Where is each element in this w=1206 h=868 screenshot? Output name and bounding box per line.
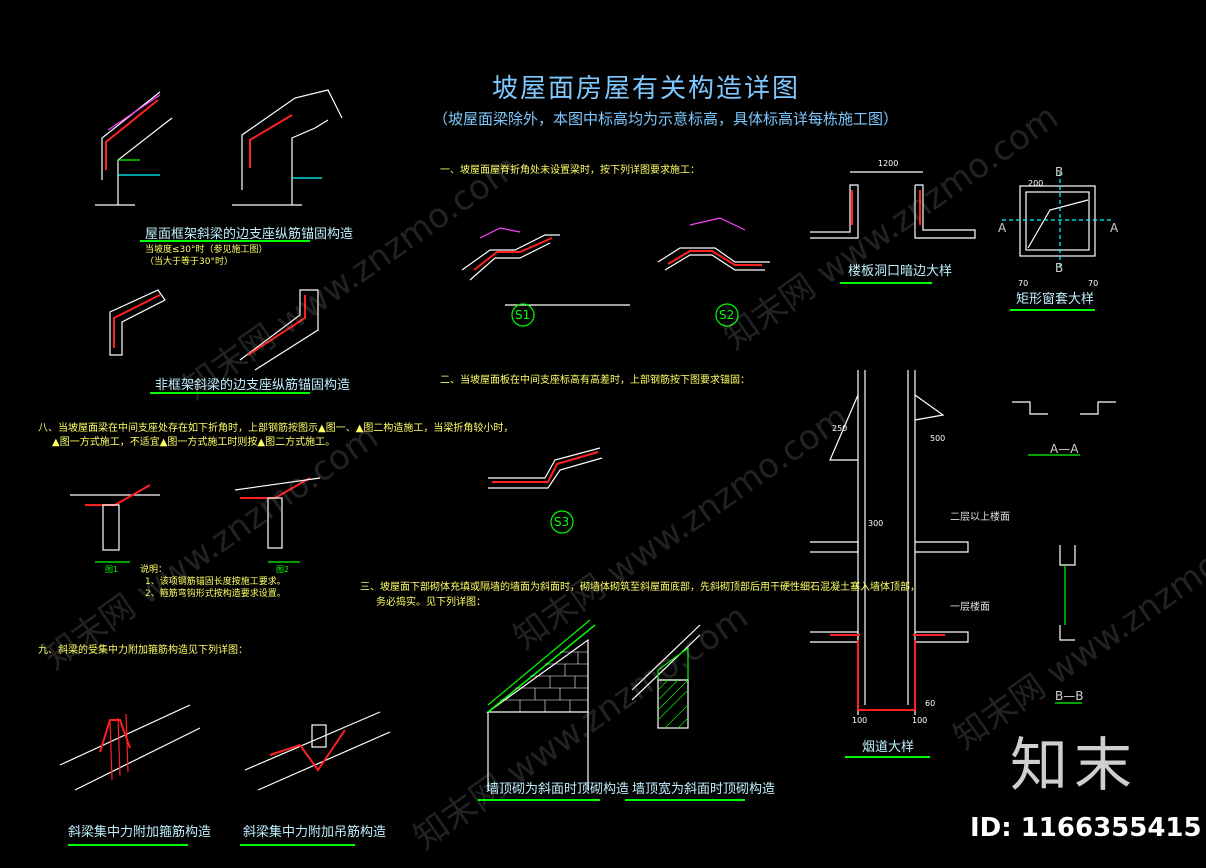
detail-roof-frame-beam (95, 89, 343, 242)
detail-floor-opening (810, 171, 976, 284)
label-bb: B—B (1055, 689, 1084, 703)
page-subtitle: （坡屋面梁除外，本图中标高均为示意标高，具体标高详每栋施工图） (433, 110, 899, 128)
label-layer-2: 二层以上楼面 (950, 512, 1010, 523)
dim-500: 500 (930, 434, 946, 443)
brand-logo: 知末 (1010, 731, 1139, 799)
dim-70-b: 70 (1088, 279, 1099, 288)
dim-250: 250 (832, 424, 848, 433)
brand-id: ID: 1166355415 (970, 813, 1202, 843)
label-aa: A—A (1050, 442, 1079, 456)
label-s2: S2 (719, 308, 735, 322)
label-b-bottom: B (1055, 261, 1064, 275)
label-s1: S1 (515, 308, 531, 322)
explain-title: 说明： (140, 565, 168, 575)
caption-beam-conc-2: 斜梁集中力附加吊筋构造 (243, 825, 387, 840)
note-item-2: 二、当坡屋面板在中间支座标高有高差时，上部钢筋按下图要求锚固： (440, 375, 750, 386)
caption-roof-frame-beam: 屋面框架斜梁的边支座纵筋锚固构造 (145, 227, 354, 242)
note-item-8-line2: ▲图一方式施工，不适宜▲图一方式施工时则按▲图二方式施工。 (52, 437, 336, 448)
label-fig1: 图1 (105, 565, 119, 574)
caption-wall-top-slope-1: 墙顶砌为斜面时顶砌构造 (486, 782, 630, 797)
detail-wall-top-slope-1 (478, 619, 600, 801)
note-item-3-line1: 三、坡屋面下部砌体充填或隔墙的墙面为斜面时，砌墙体砌筑至斜屋面底部，先斜砌顶部后… (360, 582, 920, 593)
caption-rect-window: 矩形窗套大样 (1016, 292, 1095, 307)
page-title: 坡屋面房屋有关构造详图 (492, 74, 801, 104)
dim-100-b: 100 (912, 716, 928, 725)
dim-1200: 1200 (878, 159, 899, 168)
caption-chimney: 烟道大样 (862, 740, 915, 755)
detail-rect-window (1002, 172, 1112, 311)
label-a-left: A (998, 221, 1007, 235)
sub-note-2: （当大于等于30°时） (145, 257, 233, 267)
detail-bb (1055, 545, 1082, 704)
detail-non-frame-beam (109, 289, 319, 394)
detail-chimney (810, 370, 969, 758)
label-layer-1: 一层楼面 (950, 602, 990, 613)
dim-300: 300 (868, 519, 884, 528)
note-item-3-line2: 务必捣实。见下列详图： (376, 597, 486, 608)
note-item-1: 一、坡屋面屋脊折角处未设置梁时，按下列详图要求施工： (440, 165, 700, 176)
note-item-8-line1: 八、当坡屋面梁在中间支座处存在如下折角时，上部钢筋按图示▲图一、▲图二构造施工，… (38, 423, 514, 434)
dim-70-a: 70 (1018, 279, 1029, 288)
caption-non-frame-beam: 非框架斜梁的边支座纵筋锚固构造 (155, 378, 351, 393)
label-fig2: 图2 (276, 565, 290, 574)
label-s3: S3 (554, 515, 570, 529)
detail-conc-beams (59, 704, 391, 846)
sub-note-1: 当坡度≤30°时（参见施工图） (145, 245, 268, 255)
explain-1: 1、该项钢筋锚固长度按施工要求。 (145, 577, 286, 587)
dim-200: 200 (1028, 179, 1044, 188)
label-a-right: A (1110, 221, 1119, 235)
detail-aa (1012, 401, 1116, 456)
caption-beam-conc-1: 斜梁集中力附加箍筋构造 (68, 825, 212, 840)
explain-2: 2、箍筋弯钩形式按构造要求设置。 (145, 589, 286, 599)
detail-s1-s2 (461, 217, 770, 327)
dim-100-a: 100 (852, 716, 868, 725)
note-item-9: 九、斜梁的受集中力附加箍筋构造见下列详图： (38, 645, 248, 656)
caption-wall-top-slope-2: 墙顶宽为斜面时顶砌构造 (632, 782, 776, 797)
detail-item8-figs (70, 477, 321, 563)
detail-wall-top-slope-2 (625, 624, 745, 801)
dim-60: 60 (925, 699, 936, 708)
detail-s3 (488, 447, 603, 534)
caption-floor-opening: 楼板洞口暗边大样 (848, 264, 953, 279)
label-b-top: B (1055, 165, 1064, 179)
